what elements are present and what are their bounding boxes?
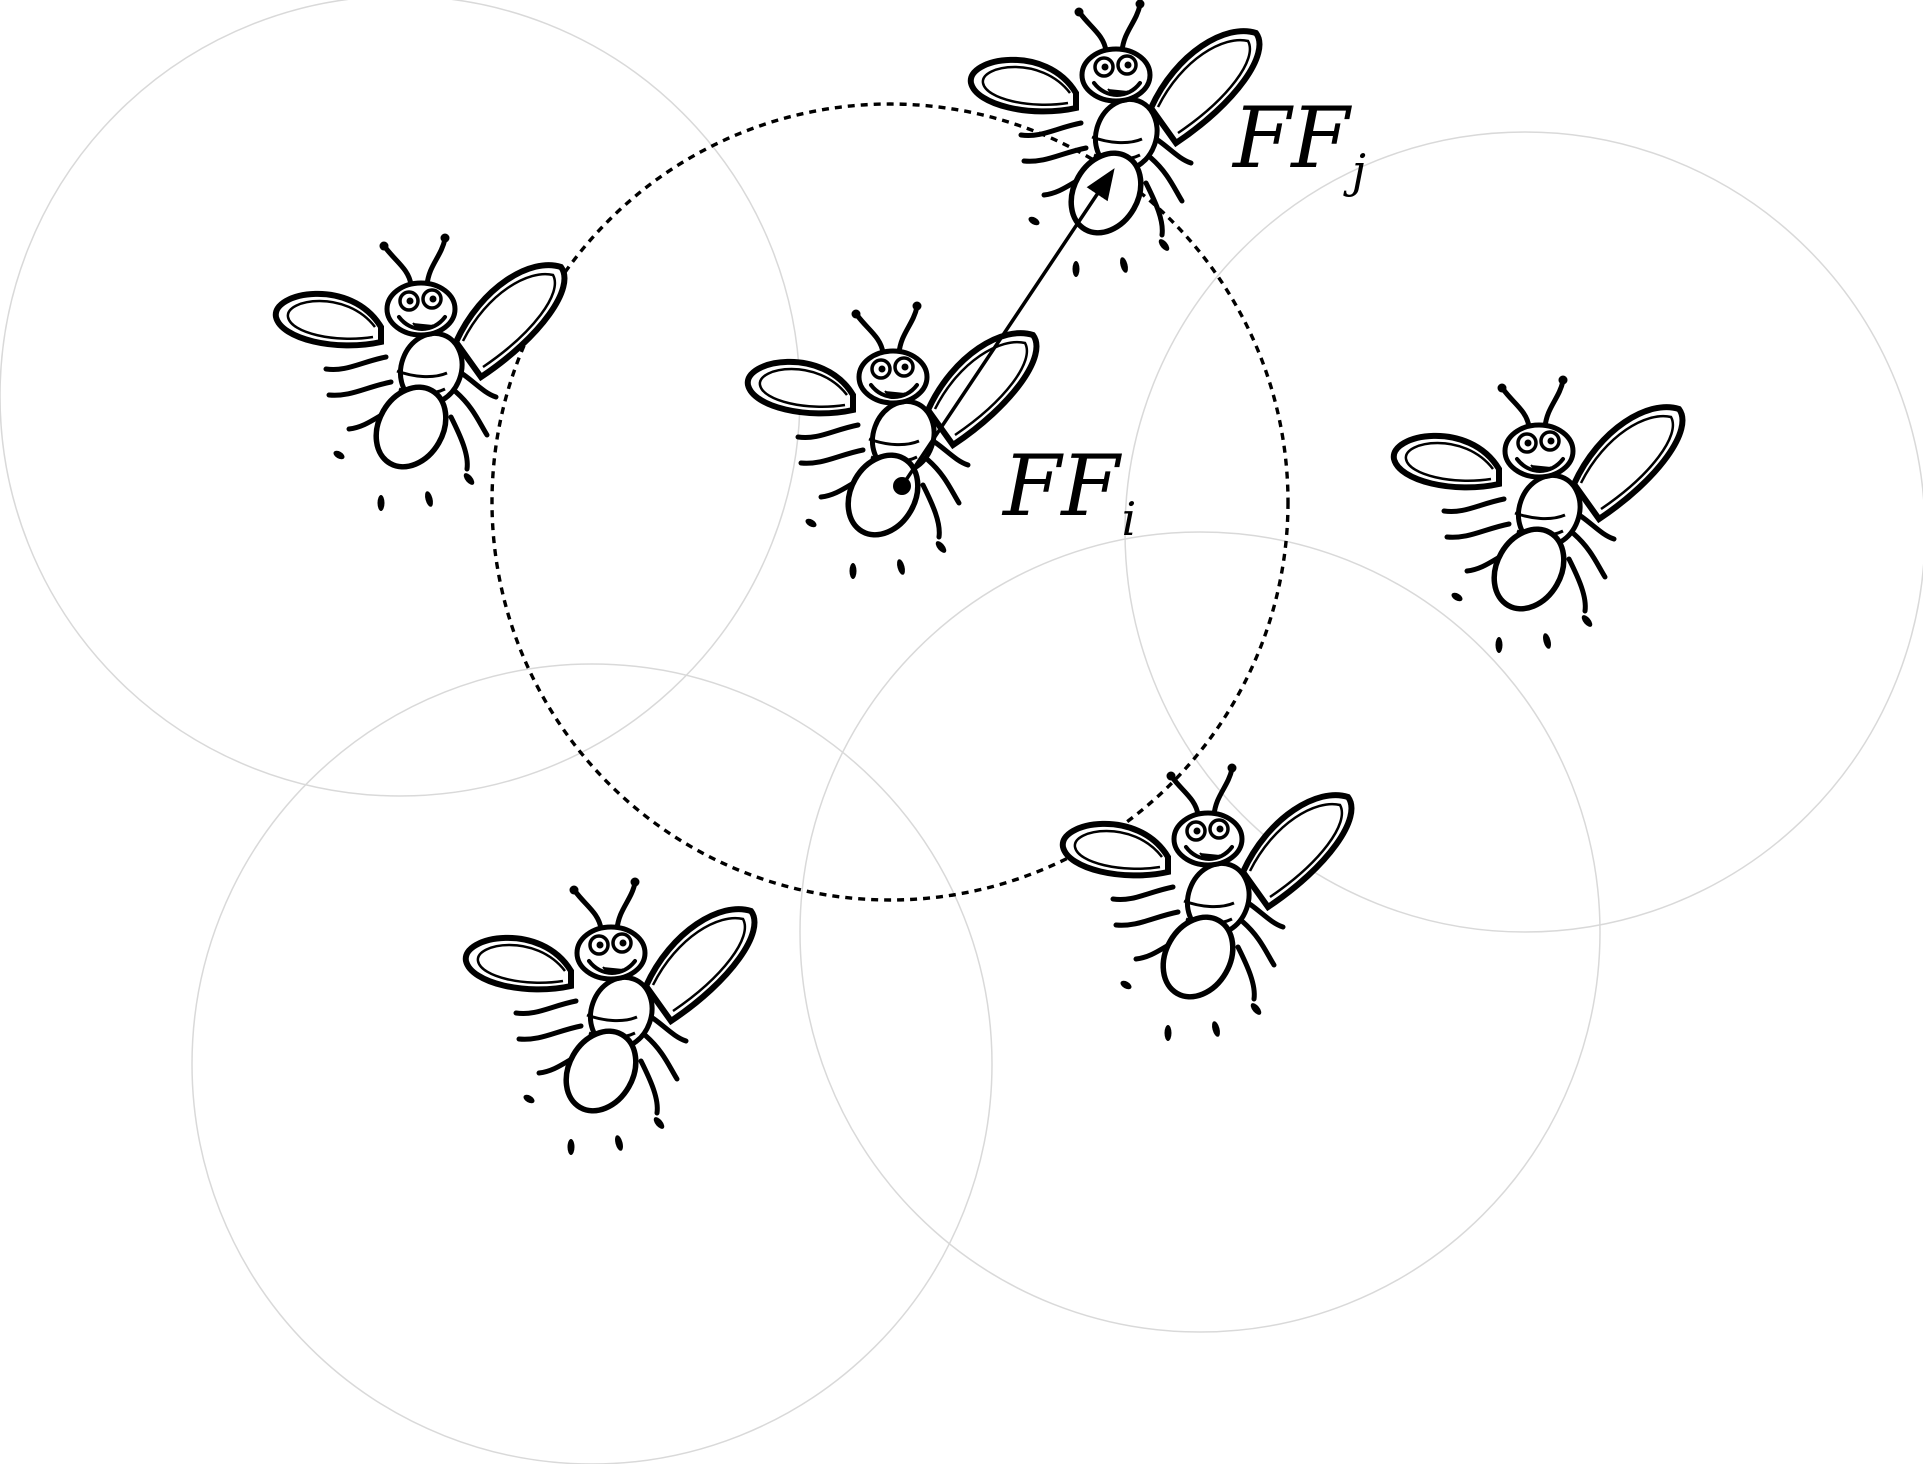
range-circle-lower-middle	[799, 531, 1601, 1333]
firefly-icon	[276, 234, 565, 512]
firefly-i-label: FFi	[1003, 444, 1136, 542]
range-circle-right	[1124, 131, 1923, 933]
firefly-i-label-subscript: i	[1121, 492, 1137, 546]
firefly-group	[276, 0, 1683, 1155]
firefly-j-label: FFj	[1233, 96, 1366, 194]
firefly-icon	[748, 302, 1037, 580]
firefly-i-label-main: FF	[1003, 437, 1120, 535]
firefly-j-label-subscript: j	[1351, 144, 1366, 198]
firefly-icon	[466, 878, 755, 1156]
firefly-icon	[971, 0, 1260, 277]
attraction-range-circle	[490, 102, 1290, 902]
firefly-icon	[1063, 764, 1352, 1042]
movement-arrow	[893, 168, 1115, 495]
arrow-icon	[900, 168, 1115, 487]
range-circle-lower-left	[191, 663, 993, 1464]
firefly-j-label-main: FF	[1233, 89, 1350, 187]
firefly-icon	[1394, 376, 1683, 654]
